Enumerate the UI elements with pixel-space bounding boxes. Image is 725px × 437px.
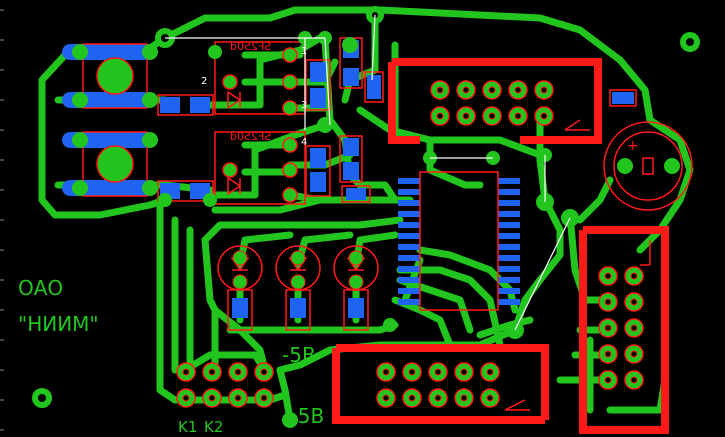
org-label-line1: ОАО	[18, 276, 64, 300]
relay-top-pin2: 2	[201, 76, 208, 87]
relay-top-label: SF250d	[230, 40, 272, 53]
ruler-ticks	[0, 9, 4, 431]
plus5v-label: +5В	[281, 404, 325, 428]
relay-bottom-pin4: 4	[301, 137, 308, 148]
minus5v-label: -5В	[282, 343, 316, 367]
k1-label: K1	[178, 418, 198, 436]
k2-label: K2	[204, 418, 224, 436]
relay-bottom-label: SF250d	[230, 130, 272, 143]
jumper-wires	[165, 14, 571, 331]
through-hole-pads	[32, 6, 700, 428]
relay-top-pin3: 3	[301, 100, 308, 111]
silkscreen	[82, 37, 693, 434]
cap-plus-label: +	[627, 138, 639, 154]
org-label-line2: "НИИМ"	[18, 312, 99, 336]
relay-top-pin1: 1	[301, 46, 308, 57]
